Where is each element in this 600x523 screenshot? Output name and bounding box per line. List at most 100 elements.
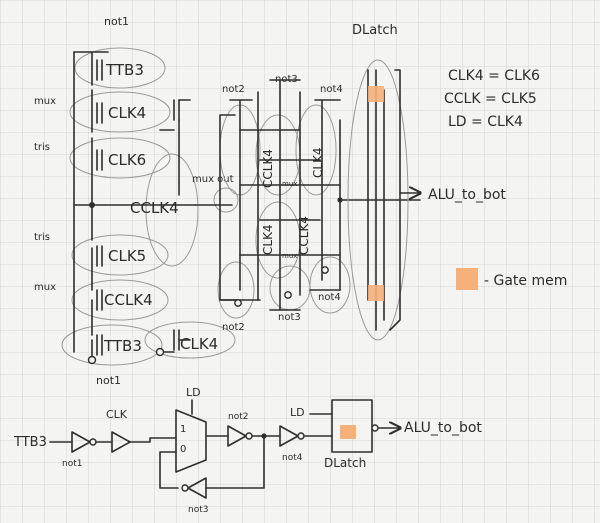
label-not1-top: not1 xyxy=(104,15,129,28)
pencil-bubble xyxy=(71,234,169,276)
wire xyxy=(159,99,191,196)
node-dot xyxy=(261,433,267,439)
output-bubble xyxy=(234,299,242,307)
gate-mem-mark xyxy=(368,86,384,102)
side-label-tris: tris xyxy=(34,232,50,243)
vdd-bars xyxy=(229,79,341,101)
label-not3-gate: not3 xyxy=(188,505,208,515)
side-label-tris: tris xyxy=(34,142,50,153)
output-bubble xyxy=(155,347,165,357)
label-clk4: CLK4 xyxy=(108,104,146,122)
pencil-bubble xyxy=(71,279,169,321)
equation-2: CCLK = CLK5 xyxy=(444,91,537,107)
label-cclk4-rot: CCLK4 xyxy=(261,149,275,188)
label-clk4-rot: CLK4 xyxy=(311,147,325,178)
label-not3-bottom: not3 xyxy=(278,312,301,323)
tag-mux: mux xyxy=(282,180,297,188)
dlatch-column: DLatch ALU_to_bot xyxy=(347,23,506,341)
label-cclk4-right: CCLK4 xyxy=(130,199,179,217)
mux-in-1: 1 xyxy=(180,424,186,435)
transistor-gate xyxy=(96,59,103,81)
label-clk6: CLK6 xyxy=(108,151,146,169)
notes: CLK4 = CLK6 CCLK = CLK5 LD = CLK4 - Gate… xyxy=(444,68,567,290)
label-cclk4-rot: CCLK4 xyxy=(297,216,311,255)
middle-chain: not2 not3 not4 not2 not3 not4 CCLK4 CLK4… xyxy=(194,74,421,333)
inverter-bubble xyxy=(181,484,189,492)
label-clk: CLK xyxy=(106,408,128,421)
pencil-bubble xyxy=(61,324,163,366)
label-ttb3: TTB3 xyxy=(103,337,142,355)
node-dot xyxy=(337,197,343,203)
label-dlatch: DLatch xyxy=(324,456,366,470)
label-not4-gate: not4 xyxy=(282,453,303,463)
side-label-mux: mux xyxy=(34,96,56,107)
feedback-wire xyxy=(159,451,179,489)
output-bubble xyxy=(371,424,379,432)
equation-3: LD = CLK4 xyxy=(448,114,523,130)
pencil-circle xyxy=(213,187,239,213)
label-not1-gate: not1 xyxy=(62,459,82,469)
label-ttb3: TTB3 xyxy=(105,61,144,79)
inverter-bubble xyxy=(245,432,253,440)
side-label-mux: mux xyxy=(34,282,56,293)
dlatch-title: DLatch xyxy=(352,23,398,38)
pencil-bubble xyxy=(145,153,199,267)
node-dot xyxy=(89,202,95,208)
transistor-gate xyxy=(173,99,180,121)
logic-diagram: TTB3 not1 CLK LD 1 0 not2 not3 not4 LD xyxy=(13,386,482,515)
pencil-bubble xyxy=(144,321,236,359)
label-not4-bottom: not4 xyxy=(318,292,341,303)
gate-mem-mark xyxy=(368,285,384,301)
label-not2-gate: not2 xyxy=(228,412,248,422)
label-not2: not2 xyxy=(222,84,245,95)
legend-label: - Gate mem xyxy=(484,273,567,289)
mux-in-0: 0 xyxy=(180,444,186,455)
label-not2-bottom: not2 xyxy=(222,322,245,333)
label-clk4-rot: CLK4 xyxy=(261,224,275,255)
pencil-bubble xyxy=(309,256,351,314)
transistor-gate xyxy=(96,245,103,267)
equation-1: CLK4 = CLK6 xyxy=(448,68,540,84)
transistor-gate xyxy=(96,102,103,124)
output-bubble xyxy=(284,291,292,299)
not2-gate xyxy=(227,425,247,447)
transistor-gate xyxy=(96,289,103,311)
gate-mem-mark xyxy=(340,425,356,439)
transistor-gate xyxy=(96,149,103,171)
label-not1-bottom: not1 xyxy=(96,374,121,387)
dlatch-wires xyxy=(367,69,401,331)
label-not3: not3 xyxy=(275,74,298,85)
output-bubble xyxy=(321,266,329,274)
not4-gate xyxy=(279,425,299,447)
pencil-bubble xyxy=(69,91,171,133)
inverter-bubble xyxy=(297,432,305,440)
label-output: ALU_to_bot xyxy=(404,420,482,436)
inverter-bubble xyxy=(89,438,97,446)
pencil-bubble xyxy=(295,104,337,196)
label-clk4-right: CLK4 xyxy=(180,335,218,353)
legend-swatch xyxy=(456,268,478,290)
label-clk5: CLK5 xyxy=(108,247,146,265)
clk-buffer xyxy=(111,431,131,453)
not1-gate xyxy=(71,431,91,453)
label-mux-out: mux out xyxy=(192,174,234,185)
transistor-gate xyxy=(96,334,103,356)
pencil-bubble xyxy=(217,261,255,319)
label-ld-mux: LD xyxy=(186,386,201,399)
pencil-bubble xyxy=(347,59,409,341)
pencil-bubble xyxy=(69,137,171,179)
wire xyxy=(129,437,177,443)
output-bubble xyxy=(87,355,97,365)
label-cclk4: CCLK4 xyxy=(104,291,153,309)
not3-gate xyxy=(187,477,207,499)
output-label: ALU_to_bot xyxy=(428,187,506,203)
vertical-wires xyxy=(239,79,341,311)
pencil-bubble xyxy=(74,47,166,89)
input-label: TTB3 xyxy=(13,435,47,450)
wire xyxy=(303,413,333,437)
label-ld-latch: LD xyxy=(290,406,305,419)
tag-mux: mux xyxy=(282,252,297,260)
left-stack: not1 not1 mux tris tris mux TTB3 CLK4 CL… xyxy=(34,15,236,387)
